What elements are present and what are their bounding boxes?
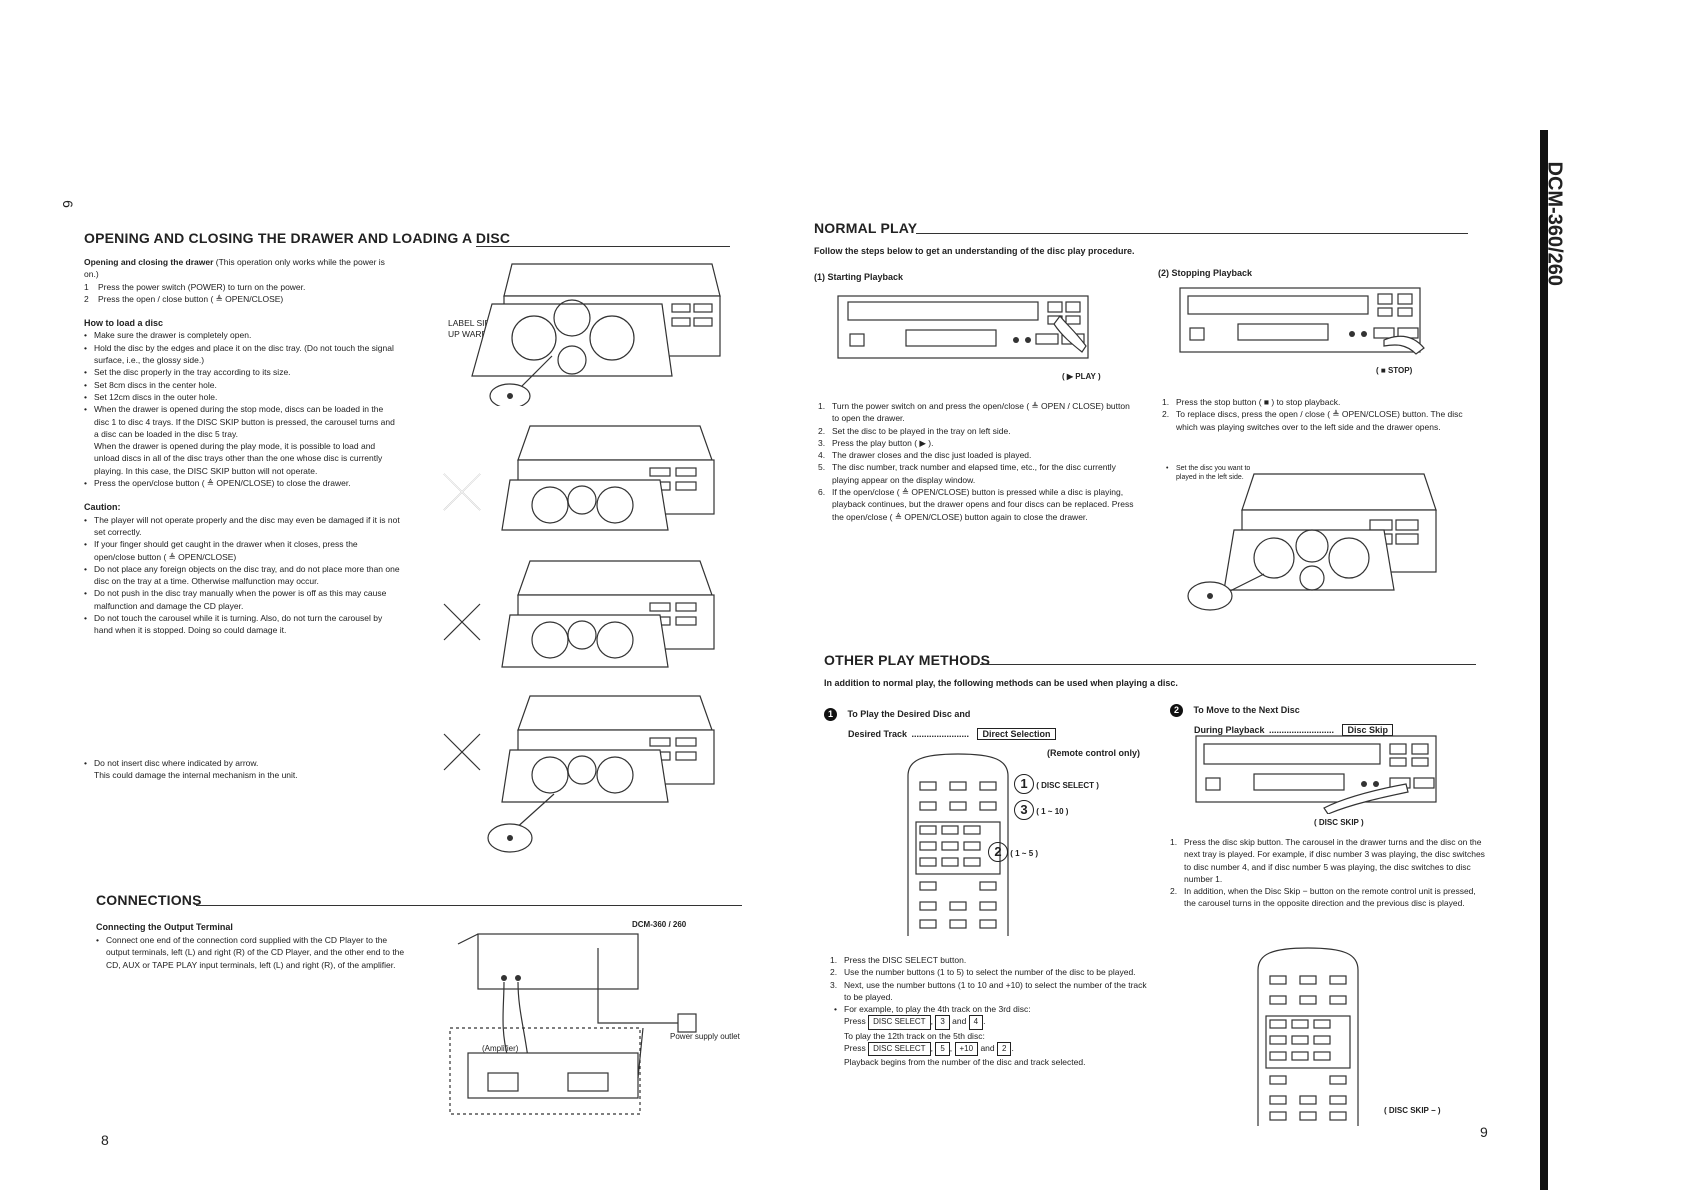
other-heading: OTHER PLAY METHODS bbox=[824, 652, 991, 668]
method-2-step: 2.In addition, when the Disc Skip − butt… bbox=[1170, 886, 1476, 909]
opening-heading: OPENING AND CLOSING THE DRAWER AND LOADI… bbox=[84, 230, 511, 246]
other-intro: In addition to normal play, the followin… bbox=[824, 678, 1178, 688]
connection-diagram bbox=[449, 933, 697, 1115]
model-tab: DCM-360/260 bbox=[1543, 161, 1566, 287]
normal-play-heading: NORMAL PLAY bbox=[814, 220, 918, 236]
remote-control-illustration bbox=[907, 753, 1009, 936]
size-line: Set 12cm discs in the outer hole. bbox=[84, 391, 400, 404]
incorrect-mark-icon bbox=[443, 733, 481, 771]
method-2-steps: 1.Press the disc skip button. The carous… bbox=[1170, 836, 1486, 910]
incorrect-mark-icon bbox=[443, 603, 481, 641]
stop-title: (2) Stopping Playback bbox=[1158, 268, 1253, 278]
direct-selection-button[interactable]: Direct Selection bbox=[977, 728, 1056, 740]
method-2-dots: .......................... bbox=[1268, 725, 1334, 735]
method-1-header: 1 To Play the Desired Disc and Desired T… bbox=[824, 704, 1140, 758]
caution-item: If your finger should get caught in the … bbox=[84, 538, 400, 563]
disc-skip-minus-caption: ( DISC SKIP − ) bbox=[1384, 1106, 1441, 1115]
stop-step: 1.Press the stop button ( ■ ) to stop pl… bbox=[1162, 397, 1341, 407]
callout-2: 2 ( 1 ~ 5 ) bbox=[988, 842, 1038, 862]
method-2-title-b: During Playback bbox=[1194, 725, 1265, 735]
left-page-number: 8 bbox=[101, 1132, 109, 1148]
load-item: Press the open/close button ( ≜ OPEN/CLO… bbox=[84, 477, 400, 490]
connections-text: Connect one end of the connection cord s… bbox=[96, 934, 406, 971]
method-2-step: 1.Press the disc skip button. The carous… bbox=[1170, 837, 1485, 884]
load-item: Set the disc properly in the tray accord… bbox=[84, 366, 400, 379]
method-1-title-b: Desired Track bbox=[848, 729, 908, 739]
start-step: 4.The drawer closes and the disc just lo… bbox=[818, 450, 1032, 461]
player-drawer-illustration-1 bbox=[471, 263, 721, 406]
example-2-intro: To play the 12th track on the 5th disc: bbox=[844, 1030, 985, 1041]
other-rule bbox=[980, 664, 1476, 665]
load-item: Hold the disc by the edges and place it … bbox=[84, 342, 400, 367]
load-title: How to load a disc bbox=[84, 318, 164, 329]
power-outlet-label: Power supply outlet bbox=[670, 1032, 740, 1041]
stop-caption: ( ■ STOP) bbox=[1376, 366, 1413, 375]
disc-skip-caption: ( DISC SKIP ) bbox=[1314, 818, 1364, 827]
caution-item: Do not place any foreign objects on the … bbox=[84, 563, 400, 588]
stop-steps: 1.Press the stop button ( ■ ) to stop pl… bbox=[1162, 396, 1478, 433]
insert-note: Do not insert disc where indicated by ar… bbox=[84, 757, 400, 782]
player-drawer-illustration-4 bbox=[487, 695, 715, 853]
start-step: 2.Set the disc to be played in the tray … bbox=[818, 425, 1011, 436]
example-intro: For example, to play the 4th track on th… bbox=[834, 1003, 1150, 1016]
caution-title: Caution: bbox=[84, 502, 121, 513]
method-2-title-a: To Move to the Next Disc bbox=[1193, 705, 1300, 715]
method-1-steps: 1.Press the DISC SELECT button. 2.Use th… bbox=[830, 954, 1150, 1069]
start-step: 1.Turn the power switch on and press the… bbox=[818, 401, 1130, 424]
start-step: 6.If the open/close ( ≜ OPEN/CLOSE) butt… bbox=[818, 487, 1134, 522]
opening-lead: Opening and closing the drawer (This ope… bbox=[84, 257, 385, 280]
example-2: Press DISC SELECT, 5, +10 and 2. bbox=[830, 1042, 1150, 1057]
normal-play-intro: Follow the steps below to get an underst… bbox=[814, 246, 1135, 256]
load-item: Make sure the drawer is completely open. bbox=[84, 329, 400, 342]
opening-rule bbox=[476, 246, 730, 247]
start-steps: 1.Turn the power switch on and press the… bbox=[818, 400, 1136, 523]
player-drawer-illustration-2 bbox=[501, 425, 715, 531]
opening-text-column: Opening and closing the drawer (This ope… bbox=[84, 256, 400, 637]
method-number-badge: 2 bbox=[1170, 704, 1183, 717]
start-step: 5.The disc number, track number and elap… bbox=[818, 462, 1116, 485]
method-1-title-a: To Play the Desired Disc and bbox=[847, 709, 971, 719]
player-drawer-open-illustration bbox=[1187, 473, 1437, 611]
method-1-step: 3.Next, use the number buttons (1 to 10 … bbox=[830, 979, 1147, 1002]
callout-3: 3 ( 1 ~ 10 ) bbox=[1014, 800, 1068, 820]
incorrect-mark-icon bbox=[443, 473, 481, 511]
remote-control-skip-illustration bbox=[1257, 947, 1359, 1126]
set-disc-note: Set the disc you want to played in the l… bbox=[1166, 464, 1270, 482]
caution-item: The player will not operate properly and… bbox=[84, 514, 400, 539]
label-side-caption: LABEL SIDE UP WARD bbox=[448, 318, 497, 339]
stop-step: 2.To replace discs, press the open / clo… bbox=[1162, 409, 1463, 432]
remote-only-note: (Remote control only) bbox=[1046, 748, 1140, 758]
start-title: (1) Starting Playback bbox=[814, 272, 904, 282]
method-number-badge: 1 bbox=[824, 708, 837, 721]
connections-sub: Connecting the Output Terminal bbox=[96, 922, 233, 932]
method-1-step: 2.Use the number buttons (1 to 5) to sel… bbox=[830, 967, 1136, 978]
side-page-number: 6 bbox=[59, 200, 76, 208]
amplifier-label: (Amplifier) bbox=[482, 1044, 519, 1053]
size-line: Set 8cm discs in the center hole. bbox=[84, 379, 400, 392]
right-page-number: 9 bbox=[1480, 1124, 1488, 1140]
connections-rule bbox=[196, 905, 742, 906]
normal-play-rule bbox=[916, 233, 1468, 234]
callout-1: 1 ( DISC SELECT ) bbox=[1014, 774, 1099, 794]
model-edge-bar bbox=[1540, 130, 1548, 1190]
player-front-skip-illustration bbox=[1195, 735, 1437, 814]
example-tail: Playback begins from the number of the d… bbox=[844, 1057, 1086, 1068]
example-1: Press DISC SELECT, 3 and 4. bbox=[830, 1015, 1150, 1030]
player-front-stop-illustration bbox=[1179, 287, 1425, 355]
method-1-dots: ....................... bbox=[911, 729, 970, 739]
caution-item: Do not touch the carousel while it is tu… bbox=[84, 612, 400, 637]
load-item: When the drawer is opened during the sto… bbox=[84, 403, 400, 440]
play-caption: ( ▶ PLAY ) bbox=[1062, 372, 1101, 381]
caution-item: Do not push in the disc tray manually wh… bbox=[84, 587, 400, 612]
model-label: DCM-360 / 260 bbox=[632, 920, 687, 929]
start-step: 3.Press the play button ( ▶ ). bbox=[818, 437, 934, 448]
play-mode-note: When the drawer is opened during the pla… bbox=[94, 441, 383, 476]
method-1-step: 1.Press the DISC SELECT button. bbox=[830, 955, 967, 965]
player-drawer-illustration-3 bbox=[501, 560, 715, 668]
connections-heading: CONNECTIONS bbox=[96, 892, 202, 908]
method-2-header: 2 To Move to the Next Disc During Playba… bbox=[1170, 700, 1486, 738]
player-front-play-illustration bbox=[837, 295, 1089, 359]
